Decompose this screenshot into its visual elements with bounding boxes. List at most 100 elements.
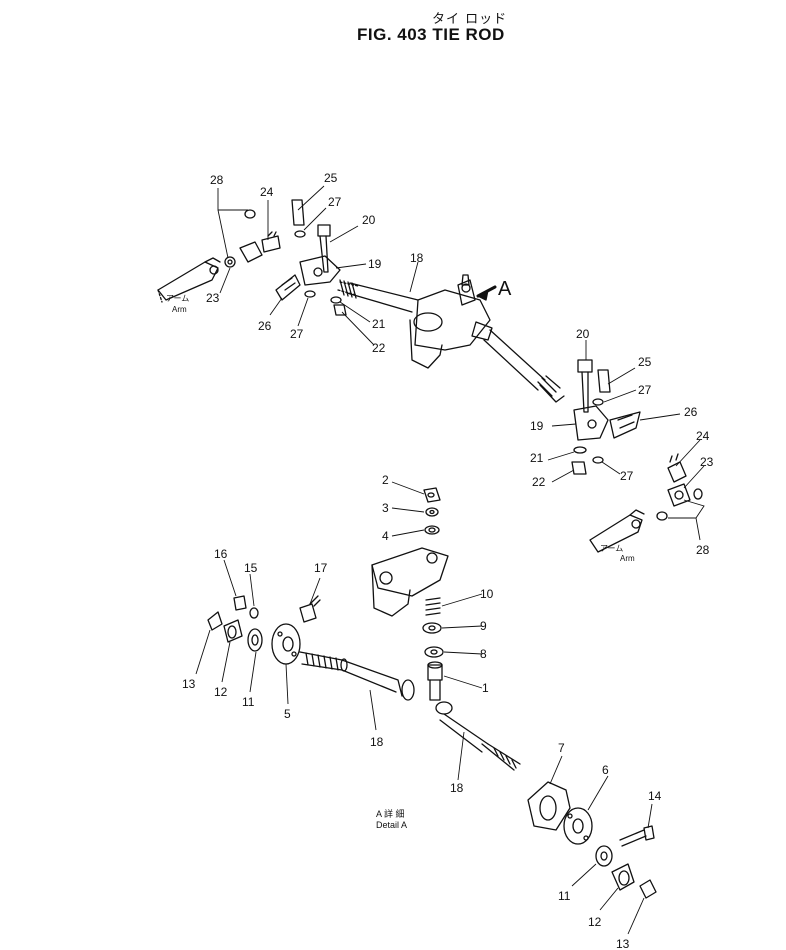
- fitting-24-upper: [239, 231, 281, 263]
- center-arm-housing: [409, 274, 493, 369]
- seal-11-right: [595, 845, 613, 867]
- callout-27-right-a: 27: [638, 383, 652, 397]
- bolt-1: [427, 661, 443, 701]
- tie-rod-shaft-upper: [337, 279, 419, 313]
- callout-8: 8: [480, 647, 487, 661]
- callout-18-detail-left: 18: [370, 735, 384, 749]
- washer-27-upper-b: [304, 290, 316, 298]
- callout-20-upper: 20: [362, 213, 376, 227]
- callout-27-upper-a: 27: [328, 195, 342, 209]
- callout-12-left: 12: [214, 685, 228, 699]
- callout-19-right: 19: [530, 419, 544, 433]
- arm-label-upper: Arm: [172, 305, 187, 314]
- callout-1: 1: [482, 681, 489, 695]
- callout-25-upper: 25: [324, 171, 338, 185]
- callout-5: 5: [284, 707, 291, 721]
- callout-13-left: 13: [182, 677, 196, 691]
- spring-10: [425, 597, 441, 616]
- arm-label-lower: Arm: [620, 554, 635, 563]
- bolt-14: [619, 825, 655, 847]
- callout-9: 9: [480, 619, 487, 633]
- callout-18-upper: 18: [410, 251, 424, 265]
- detail-a-arrow: [476, 285, 497, 301]
- socket-5: [271, 623, 301, 665]
- callout-13-right: 13: [616, 937, 630, 950]
- figure-title-japanese: タイ ロッド: [432, 12, 508, 27]
- figure-title: FIG. 403 TIE ROD: [357, 25, 505, 44]
- callout-17: 17: [314, 561, 328, 575]
- callout-labels: 28 24 25 27 20 19 18 23 26 27 21 22 20 2…: [182, 171, 714, 950]
- tie-rod-18-detail-left: [299, 651, 415, 701]
- callout-11-right: 11: [558, 889, 571, 903]
- callout-24-upper: 24: [260, 185, 274, 199]
- callout-7: 7: [558, 741, 565, 755]
- callout-19-upper: 19: [368, 257, 382, 271]
- callout-15: 15: [244, 561, 258, 575]
- bracket-arm-detail: [371, 547, 449, 617]
- callout-18-detail-right: 18: [450, 781, 464, 795]
- washer-9: [422, 622, 442, 634]
- clamp-19-upper: [299, 255, 341, 286]
- washer-27-right-b: [592, 456, 604, 464]
- detail-a-label: A: [498, 278, 512, 300]
- fitting-24-right: [667, 453, 687, 483]
- callout-26-right: 26: [684, 405, 698, 419]
- callout-22-right: 22: [532, 475, 546, 489]
- arm-lower-right: [589, 509, 645, 553]
- bolt-20-right: [577, 359, 593, 413]
- callout-24-right: 24: [696, 429, 710, 443]
- washer-21-upper: [330, 296, 342, 304]
- socket-7: [527, 781, 571, 831]
- plate-26-upper: [275, 274, 301, 301]
- nut-22-upper: [333, 304, 347, 316]
- bolt-20-upper: [317, 224, 331, 273]
- callout-2: 2: [382, 473, 389, 487]
- fitting-17: [299, 595, 321, 623]
- seal-11-left: [247, 628, 263, 652]
- snap-ring-28-right-b: [656, 511, 668, 521]
- callout-28-upper: 28: [210, 173, 224, 187]
- washer-8: [424, 646, 444, 658]
- callout-20-right: 20: [576, 327, 590, 341]
- socket-6: [563, 807, 593, 845]
- tie-rod-18-detail-right: [435, 701, 521, 771]
- tie-rod-shaft-right: [483, 329, 565, 403]
- arm-label-jp-lower: アーム: [600, 544, 623, 553]
- callout-21-upper: 21: [372, 317, 386, 331]
- callout-26-upper: 26: [258, 319, 272, 333]
- washer-4: [424, 525, 440, 535]
- plate-26-right: [609, 411, 641, 439]
- arm-label-jp-upper: アーム: [166, 294, 189, 303]
- snap-ring-28-upper: [244, 209, 256, 219]
- callout-22-upper: 22: [372, 341, 386, 355]
- callout-28-right: 28: [696, 543, 710, 557]
- cap-12-right: [611, 863, 635, 891]
- callout-27-upper-b: 27: [290, 327, 304, 341]
- detail-caption-jp: A 詳 細: [376, 808, 405, 819]
- callout-14: 14: [648, 789, 662, 803]
- nut-16: [233, 595, 247, 611]
- ball-joint-23-upper: [224, 256, 236, 268]
- arm-upper-left: [157, 257, 221, 303]
- washer-27-upper-a: [294, 230, 306, 238]
- pin-25-upper: [291, 199, 305, 226]
- callout-4: 4: [382, 529, 389, 543]
- callout-11-left: 11: [242, 695, 255, 709]
- nut-2: [423, 487, 441, 503]
- clamp-19-right: [573, 405, 609, 441]
- ball-joint-23-right: [667, 483, 691, 507]
- pin-25-right: [597, 369, 611, 393]
- callout-25-right: 25: [638, 355, 652, 369]
- clip-13-left: [207, 611, 223, 631]
- washer-15: [249, 607, 259, 619]
- snap-ring-28-right: [693, 488, 703, 500]
- callout-21-right: 21: [530, 451, 544, 465]
- nut-22-right: [571, 461, 587, 475]
- clip-13-right: [639, 879, 657, 899]
- callout-6: 6: [602, 763, 609, 777]
- callout-23-right: 23: [700, 455, 714, 469]
- callout-3: 3: [382, 501, 389, 515]
- callout-27-right-b: 27: [620, 469, 634, 483]
- leader-lines: [195, 185, 705, 935]
